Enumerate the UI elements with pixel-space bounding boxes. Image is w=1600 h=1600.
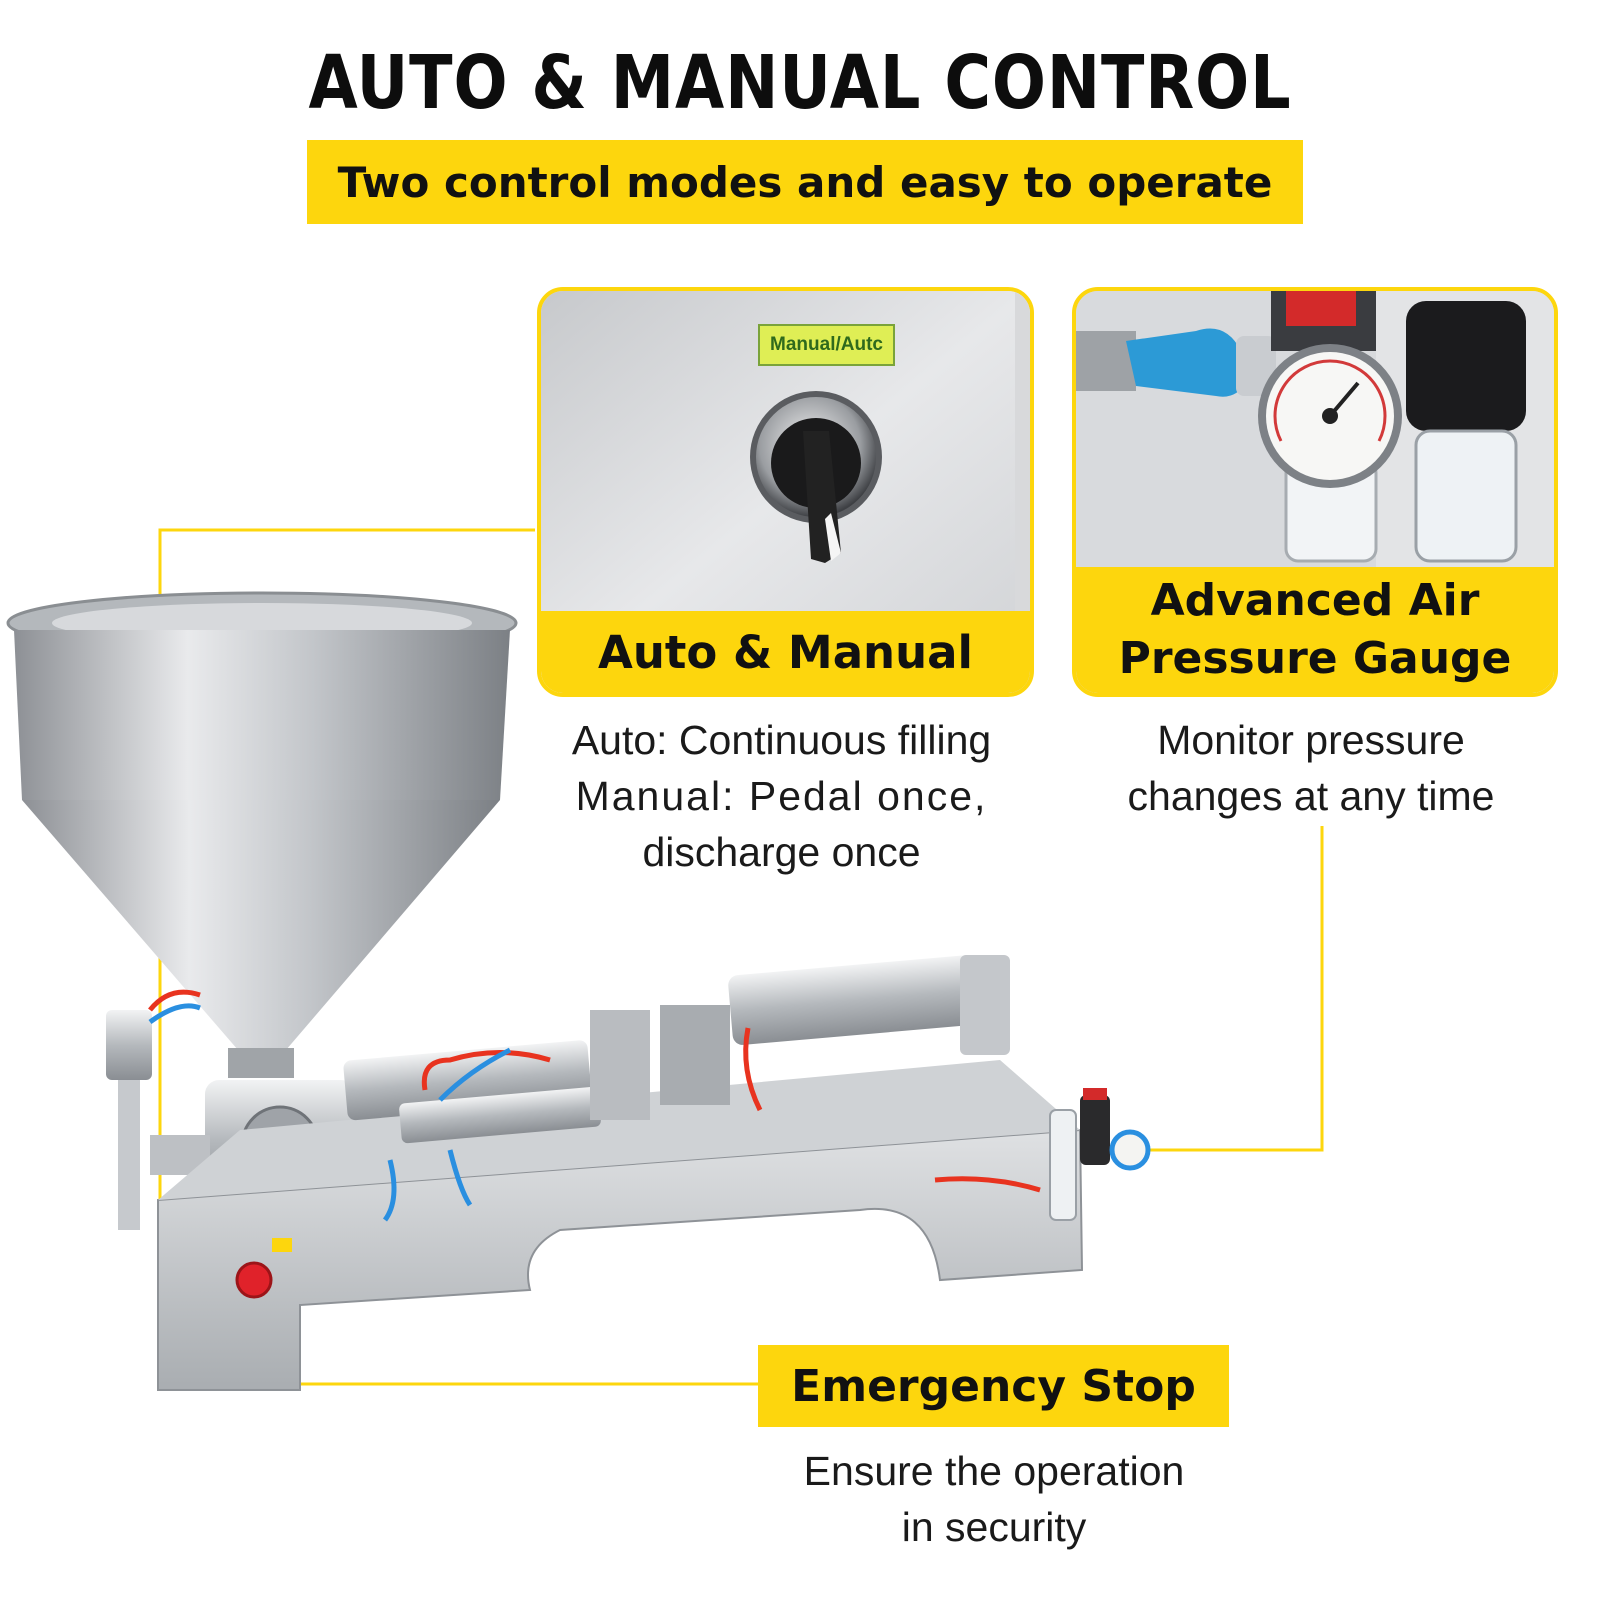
auto-manual-description: Auto: Continuous filling Manual: Pedal o… [571,717,992,875]
auto-manual-card: Manual/Autc Auto & Manual [537,287,1034,697]
switch-label-tag [758,324,895,366]
subtitle-text: Two control modes and easy to operate [337,157,1273,207]
gauge-card: Advanced Air Pressure Gauge [1072,287,1558,697]
gauge-description: Monitor pressure changes at any time [1127,717,1495,819]
callout-line-auto-manual [158,528,535,1225]
auto-manual-label: Auto & Manual [541,611,1030,693]
hopper-body [14,630,510,800]
filling-machine-illustration [6,591,1151,1391]
callout-line-gauge [1132,826,1324,1152]
gauge-dial [1109,1129,1151,1171]
machine-base [157,1128,1084,1391]
hopper-cone [22,800,500,1050]
emergency-stop-description: Ensure the operation in security [803,1448,1185,1550]
emergency-stop-button [235,1261,273,1299]
subtitle-banner: Two control modes and easy to operate [307,140,1303,224]
emergency-stop-label: Emergency Stop [758,1345,1229,1427]
gauge-label: Advanced Air Pressure Gauge [1076,567,1554,693]
page-title: AUTO & MANUAL CONTROL [308,40,1292,126]
switch-label-text: Manual/Autc [770,334,883,355]
